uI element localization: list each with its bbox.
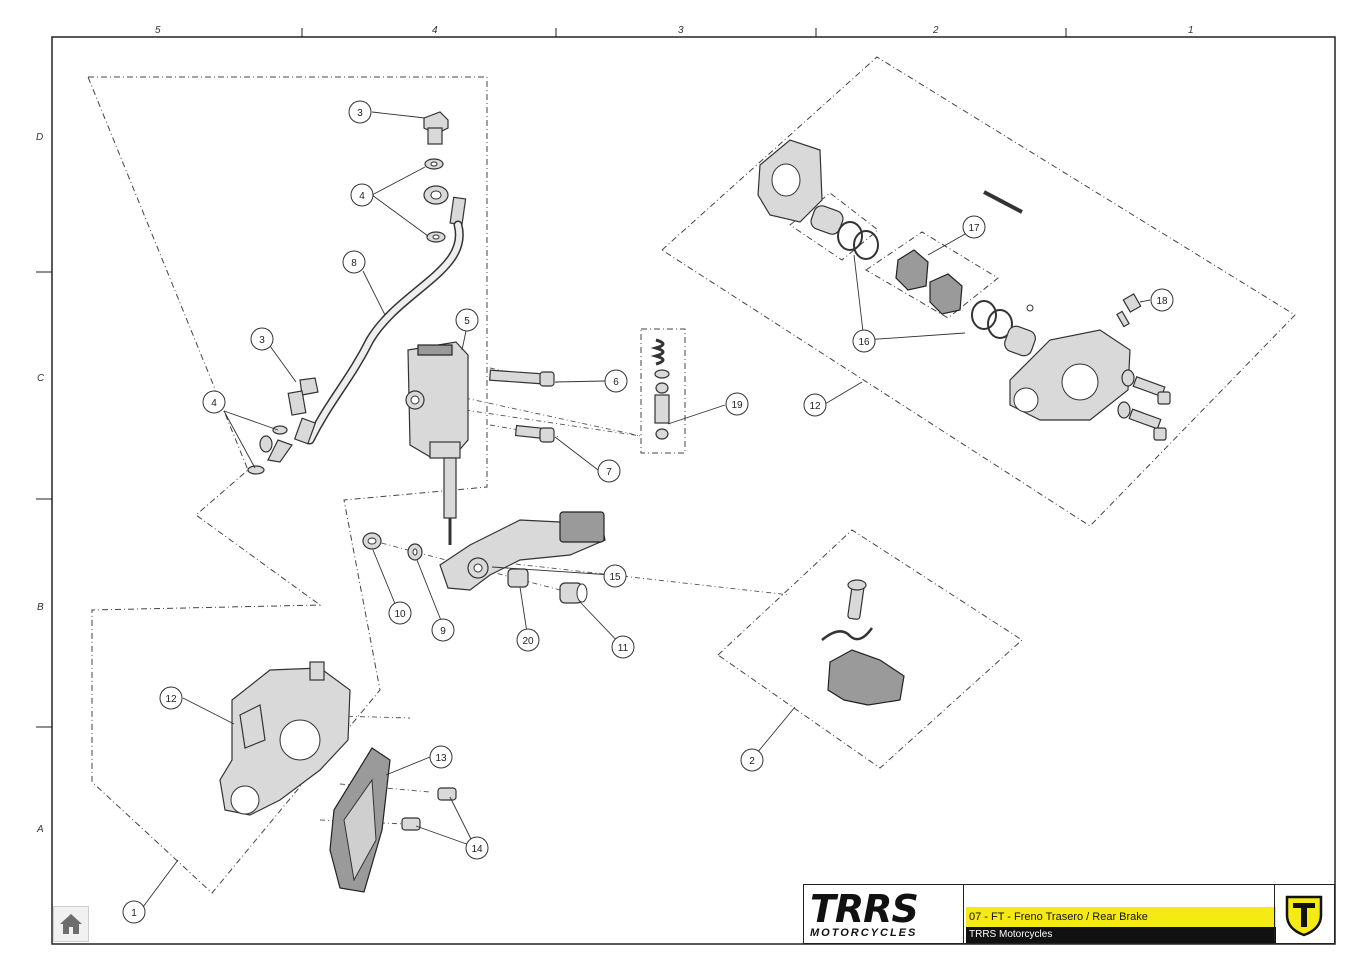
- callout-14: 14: [465, 836, 489, 860]
- svg-text:4: 4: [211, 398, 217, 409]
- callout-20: 20: [516, 628, 540, 652]
- spring-kit: [650, 338, 670, 440]
- trrs-shield-icon: [1274, 885, 1334, 943]
- home-icon: [60, 914, 82, 934]
- svg-text:13: 13: [435, 753, 447, 764]
- grid-row-b: B: [37, 602, 44, 613]
- svg-text:3: 3: [357, 108, 363, 119]
- svg-text:14: 14: [471, 844, 483, 855]
- callout-18: 18: [1150, 288, 1174, 312]
- callout-7: 7: [597, 459, 621, 483]
- svg-text:4: 4: [359, 191, 365, 202]
- svg-text:19: 19: [731, 400, 743, 411]
- callout-6: 6: [604, 369, 628, 393]
- callout-19: 19: [725, 392, 749, 416]
- brake-pedal: [439, 511, 606, 591]
- bolt-7: [514, 424, 555, 443]
- svg-text:8: 8: [351, 258, 357, 269]
- title-block: TRRS MOTORCYCLES 07 - FT - Freno Trasero…: [803, 884, 1335, 944]
- grid-row-c: C: [37, 373, 45, 384]
- brake-hose: [267, 185, 467, 463]
- grid-col-5: 5: [155, 25, 161, 36]
- bolt-6: [489, 369, 555, 387]
- svg-text:9: 9: [440, 626, 446, 637]
- grid-col-1: 1: [1188, 25, 1194, 36]
- brand-wordmark: TRRS: [810, 887, 919, 931]
- svg-text:20: 20: [522, 636, 534, 647]
- svg-text:5: 5: [464, 316, 470, 327]
- grid-row-a: A: [36, 824, 44, 835]
- caliper-exploded: [757, 139, 1171, 441]
- svg-text:3: 3: [259, 335, 265, 346]
- brand-logo: TRRS MOTORCYCLES: [804, 885, 964, 943]
- group-outline-caliper-12: [661, 56, 1296, 527]
- svg-text:15: 15: [609, 572, 621, 583]
- svg-text:2: 2: [749, 756, 755, 767]
- callout-2: 2: [740, 748, 764, 772]
- callout-9: 9: [431, 618, 455, 642]
- callout-4-top: 4: [350, 183, 374, 207]
- svg-text:16: 16: [858, 337, 870, 348]
- callout-16: 16: [852, 329, 876, 353]
- svg-text:17: 17: [968, 223, 980, 234]
- callout-5: 5: [455, 308, 479, 332]
- svg-text:12: 12: [809, 401, 821, 412]
- group-outline-pads-17: [865, 231, 999, 319]
- group-outline-footpeg-2: [717, 529, 1023, 769]
- footpeg-exploded: [821, 579, 905, 706]
- callout-13: 13: [429, 745, 453, 769]
- company-name: TRRS Motorcycles: [966, 927, 1276, 943]
- grid-row-d: D: [36, 132, 43, 143]
- home-button[interactable]: [53, 906, 89, 942]
- callout-3-lower: 3: [250, 327, 274, 351]
- group-outline-spring-19: [640, 328, 686, 454]
- svg-text:6: 6: [613, 377, 619, 388]
- master-cylinder: [405, 341, 469, 545]
- svg-text:11: 11: [618, 643, 629, 654]
- callout-17: 17: [962, 215, 986, 239]
- brake-guard: [329, 747, 391, 893]
- svg-text:1: 1: [131, 908, 137, 919]
- callout-1: 1: [122, 900, 146, 924]
- callout-12-upper: 12: [803, 393, 827, 417]
- svg-text:10: 10: [394, 609, 406, 620]
- callout-12-lower: 12: [159, 686, 183, 710]
- grid-col-3: 3: [678, 25, 684, 36]
- callout-11: 11: [611, 635, 635, 659]
- svg-text:12: 12: [165, 694, 177, 705]
- callout-8: 8: [342, 250, 366, 274]
- callout-10: 10: [388, 601, 412, 625]
- caliper-assembled: [219, 661, 351, 816]
- callout-3-top: 3: [348, 100, 372, 124]
- svg-text:18: 18: [1156, 296, 1168, 307]
- callout-4-lower: 4: [202, 390, 226, 414]
- brand-subtitle: MOTORCYCLES: [810, 927, 918, 939]
- callout-15: 15: [603, 564, 627, 588]
- svg-text:7: 7: [606, 467, 612, 478]
- group-outline-assembly-1: [87, 76, 488, 894]
- drawing-title: 07 - FT - Freno Trasero / Rear Brake: [966, 907, 1276, 927]
- banjo-bolt-lower: [287, 377, 319, 416]
- grid-col-4: 4: [432, 25, 438, 36]
- banjo-bolt-top: [423, 111, 449, 145]
- grid-col-2: 2: [932, 25, 939, 36]
